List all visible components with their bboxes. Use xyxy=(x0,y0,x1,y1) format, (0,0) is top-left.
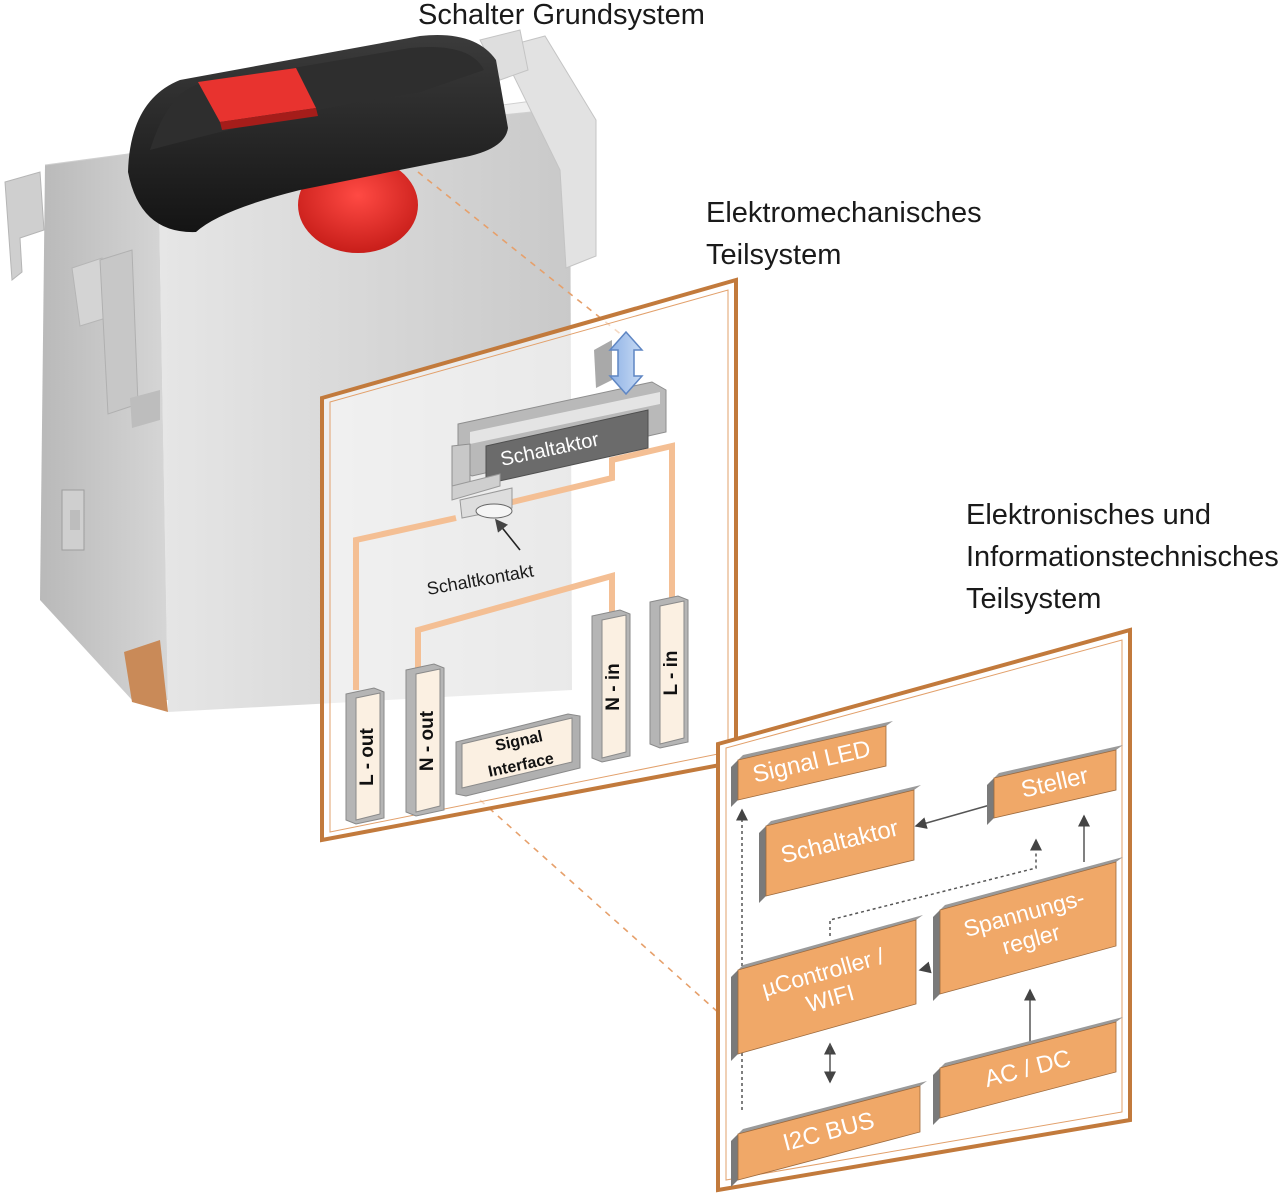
terminal-label: N - in xyxy=(603,663,624,711)
rocker-switch xyxy=(128,35,508,253)
schaltaktor-assembly: Schaltaktor xyxy=(451,381,667,519)
terminal-3: N - in xyxy=(591,609,631,763)
regler-block: Spannungs-regler xyxy=(933,857,1123,1001)
title-electromechanical-line2: Teilsystem xyxy=(706,239,842,271)
up-down-arrow-icon xyxy=(594,330,644,396)
terminal-4: L - in xyxy=(649,595,689,749)
terminal-group: L - out N - out N - in L - in xyxy=(345,595,689,825)
title-electronic: Elektronisches und Informationstechnisch… xyxy=(966,494,1279,620)
steller-block: Steller xyxy=(987,745,1123,825)
i2c-block: I2C BUS xyxy=(731,1081,927,1187)
contact-ellipse xyxy=(475,503,513,519)
controller-block: µController /WIFI xyxy=(731,915,923,1061)
terminal-2: N - out xyxy=(405,663,445,817)
title-electronic-line1: Elektronisches und xyxy=(966,499,1212,531)
title-electromechanical: Elektromechanisches Teilsystem xyxy=(706,192,982,276)
schaltaktor-block: Schaltaktor xyxy=(759,785,921,903)
steller-to-aktor-arrow xyxy=(914,804,991,829)
terminal-label: N - out xyxy=(417,710,438,771)
title-grundsystem: Schalter Grundsystem xyxy=(418,0,705,36)
red-indicator-icon xyxy=(198,68,316,122)
title-electronic-line2: Informationstechnisches xyxy=(966,541,1279,573)
contact-pointer-arrow xyxy=(495,518,521,551)
wires xyxy=(353,442,675,690)
title-electronic-line3: Teilsystem xyxy=(966,583,1102,615)
terminal-label: L - out xyxy=(357,727,378,785)
title-electromechanical-line1: Elektromechanisches xyxy=(706,197,982,229)
controller-to-steller-arrow xyxy=(829,838,1042,936)
connections xyxy=(736,804,1090,1110)
title-grundsystem-text: Schalter Grundsystem xyxy=(418,0,705,31)
leader-line-lower xyxy=(479,799,813,1097)
signal-interface-block: Signal Interface xyxy=(455,713,581,797)
leader-line-upper xyxy=(417,171,629,341)
acdc-block: AC / DC xyxy=(933,1017,1123,1125)
terminal-label: L - in xyxy=(661,650,682,695)
terminal-1: L - out xyxy=(345,687,385,825)
